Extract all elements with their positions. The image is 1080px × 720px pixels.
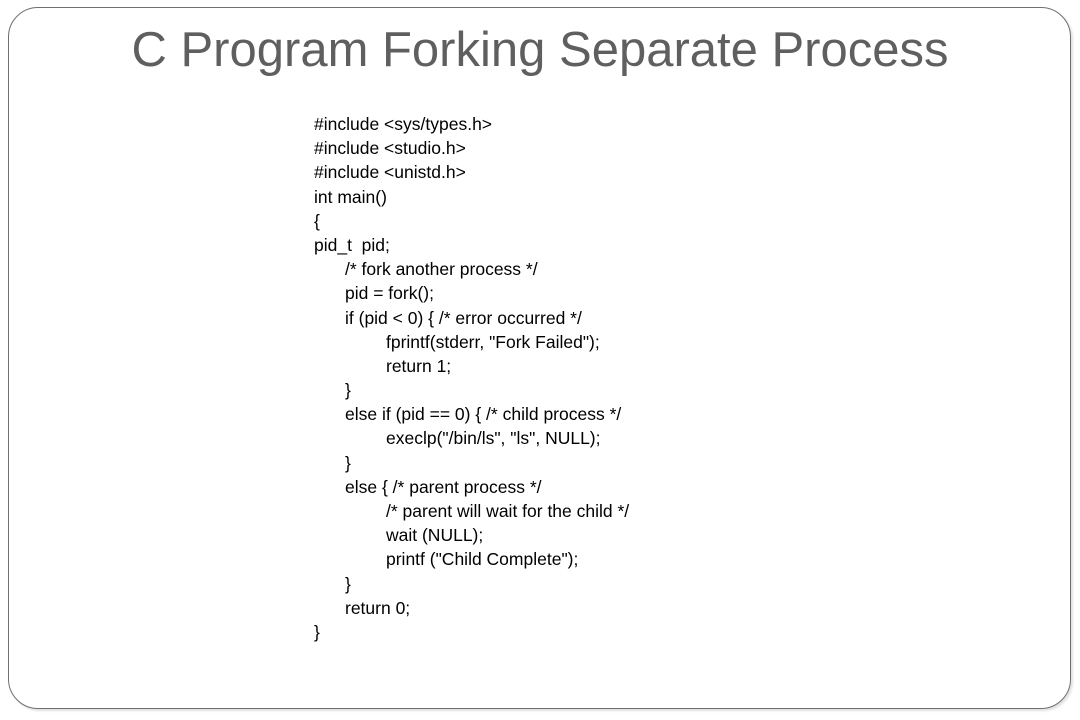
code-line-18: wait (NULL); bbox=[386, 525, 484, 546]
code-line-15: } bbox=[345, 452, 351, 473]
code-line-17: /* parent will wait for the child */ bbox=[386, 501, 630, 521]
code-line-8: pid = fork(); bbox=[345, 283, 434, 304]
code-line-7: /* fork another process */ bbox=[345, 259, 538, 280]
code-line-22: } bbox=[314, 621, 320, 642]
code-line-5: { bbox=[314, 210, 320, 231]
slide-title: C Program Forking Separate Process bbox=[131, 23, 949, 77]
code-line-6: pid_t pid; bbox=[314, 234, 390, 255]
code-line-2: #include <studio.h> bbox=[314, 138, 466, 159]
code-line-9: if (pid < 0) { /* error occurred */ bbox=[345, 307, 582, 328]
code-block: #include <sys/types.h> #include <studio.… bbox=[314, 112, 629, 644]
slide-frame bbox=[8, 7, 1071, 709]
code-line-16: else { /* parent process */ bbox=[345, 476, 542, 497]
code-line-19: printf ("Child Complete"); bbox=[386, 549, 579, 570]
code-line-3: #include <unistd.h> bbox=[314, 162, 466, 183]
code-line-1: #include <sys/types.h> bbox=[314, 114, 493, 134]
code-line-10: fprintf(stderr, "Fork Failed"); bbox=[386, 331, 600, 352]
code-line-21: return 0; bbox=[345, 597, 411, 618]
code-line-4: int main() bbox=[314, 186, 387, 207]
code-line-12: } bbox=[345, 380, 351, 401]
code-line-20: } bbox=[345, 573, 351, 594]
code-line-14: execlp("/bin/ls", "ls", NULL); bbox=[386, 428, 601, 449]
code-line-11: return 1; bbox=[386, 355, 452, 376]
code-line-13: else if (pid == 0) { /* child process */ bbox=[345, 404, 622, 425]
